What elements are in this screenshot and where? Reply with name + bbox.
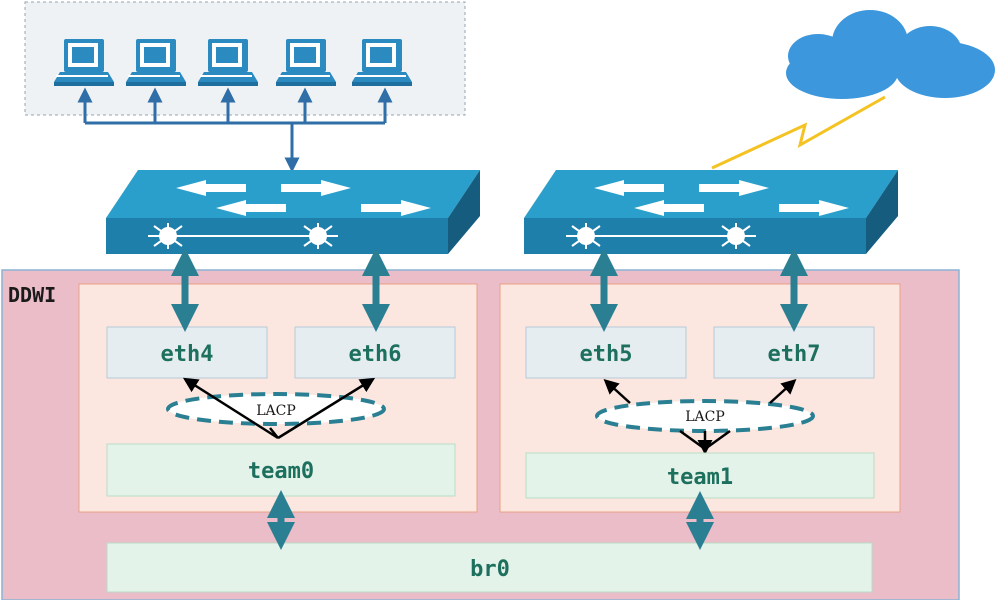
- switch-icon: [523, 169, 899, 255]
- switch-to-interface-links: [171, 248, 808, 332]
- team-label: team1: [667, 465, 733, 490]
- interface-label: eth6: [349, 342, 402, 367]
- interface-eth6: [294, 326, 456, 379]
- bridge-br0: [106, 542, 873, 593]
- interface-label: eth7: [768, 342, 821, 367]
- team-label: team0: [248, 459, 314, 484]
- lacp-label: LACP: [256, 403, 296, 419]
- bridge-label: br0: [470, 557, 510, 582]
- workstation-links: [77, 87, 393, 173]
- switch-icon: [105, 169, 481, 255]
- team-to-bridge-links: [267, 490, 714, 550]
- cloud-icon: [786, 10, 995, 99]
- interface-eth4: [106, 326, 268, 379]
- host-label: DDWI: [8, 283, 56, 307]
- interface-label: eth5: [580, 342, 633, 367]
- lightning-bolt-icon: [711, 95, 886, 170]
- interface-eth7: [713, 326, 875, 379]
- team-team1: [525, 452, 875, 499]
- team-team0: [106, 443, 456, 497]
- interface-label: eth4: [161, 342, 214, 367]
- lacp-label: LACP: [685, 409, 725, 425]
